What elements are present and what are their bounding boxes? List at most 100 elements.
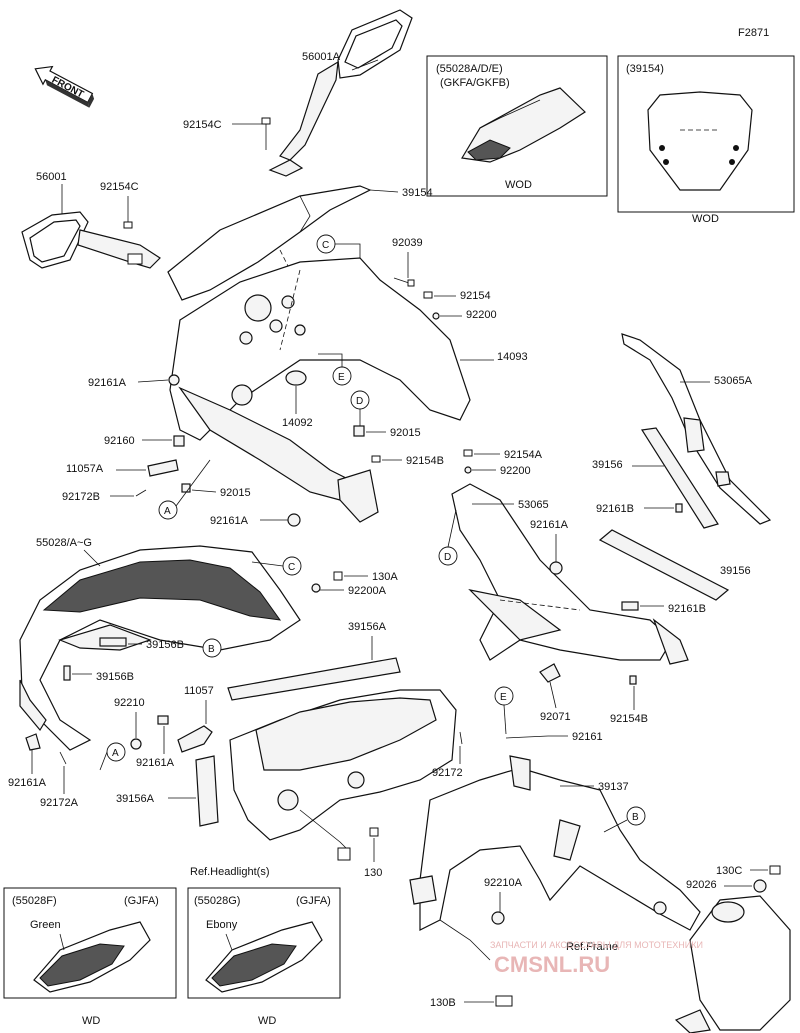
label-92154: 92154 — [460, 290, 491, 302]
callout-d-side: D — [444, 552, 451, 563]
label-39156-right: 39156 — [720, 565, 751, 577]
label-92200a: 92200A — [348, 585, 387, 597]
label-ref-headlight: Ref.Headlight(s) — [190, 866, 269, 878]
bolt-92154 — [423, 291, 433, 299]
bolt-92154b-top — [371, 455, 381, 463]
figure-code: F2871 — [738, 27, 769, 39]
label-92161: 92161 — [572, 731, 603, 743]
inset-55028f: (55028F) (GJFA) Green — [3, 887, 177, 999]
callout-b-frame: B — [632, 812, 639, 823]
callout-c-top: C — [322, 240, 329, 251]
label-14092: 14092 — [282, 417, 313, 429]
clip-92015-right — [353, 425, 365, 437]
frame-39137 — [409, 755, 701, 961]
tape-39156b-mid — [99, 637, 127, 647]
label-ref-frame: Ref.Frame — [566, 941, 618, 953]
grommet-92161a-left — [168, 374, 180, 386]
label-56001a: 56001A — [302, 51, 341, 63]
label-92200-top: 92200 — [466, 309, 497, 321]
rod-92161 — [505, 735, 549, 739]
label-92026: 92026 — [686, 879, 717, 891]
label-92154c-left: 92154C — [100, 181, 139, 193]
label-39137: 39137 — [598, 781, 629, 793]
tape-39156b-left — [63, 665, 71, 681]
bolt-92172 — [459, 731, 463, 745]
label-39154: 39154 — [402, 187, 433, 199]
inset-footer: WOD — [692, 213, 719, 225]
label-92161b-top: 92161B — [596, 503, 634, 515]
label-11057a: 11057A — [66, 463, 104, 475]
frame-head — [674, 895, 791, 1033]
label-92161a-bottom-mid: 92161A — [136, 757, 175, 769]
inset-code: (GJFA) — [124, 895, 159, 907]
label-11057: 11057 — [184, 685, 214, 697]
mirror-56001a — [268, 9, 413, 177]
bolt-92154b-bottom — [629, 675, 637, 685]
washer-92200a — [311, 583, 321, 593]
grommet-14092 — [285, 370, 307, 386]
label-39156a-bottom: 39156A — [116, 793, 155, 805]
label-92172: 92172 — [432, 767, 463, 779]
bolt-92154a — [463, 449, 473, 457]
label-56001: 56001 — [36, 171, 67, 183]
label-55028: 55028/A~G — [36, 537, 92, 549]
grommet-92161a-bottom-mid — [157, 715, 169, 725]
label-53065a: 53065A — [714, 375, 753, 387]
label-92015-right: 92015 — [390, 427, 421, 439]
label-92154b-bottom: 92154B — [610, 713, 648, 725]
grommet-92071 — [539, 663, 561, 683]
label-92161a-right: 92161A — [530, 519, 569, 531]
callout-c-cowl: C — [288, 562, 295, 573]
label-92154c-top: 92154C — [183, 119, 222, 131]
inset-39154: (39154) WOD — [617, 55, 795, 225]
grommet-92161b-top — [675, 503, 683, 513]
nut-92160 — [173, 435, 185, 447]
clip-92015-left — [181, 483, 191, 493]
collar-92026 — [753, 879, 767, 893]
tape-39156a-bottom — [195, 755, 219, 827]
tape-39156a-top — [227, 657, 401, 701]
mirror-56001 — [21, 211, 161, 269]
label-92160: 92160 — [104, 435, 135, 447]
label-92161a-bottom-left: 92161A — [8, 777, 47, 789]
inset-footer: WOD — [505, 179, 532, 191]
nut-92210 — [130, 738, 142, 750]
label-53065: 53065 — [518, 499, 549, 511]
tape-39156-top — [640, 427, 719, 529]
label-92161a-left: 92161A — [88, 377, 127, 389]
label-92172a: 92172A — [40, 797, 79, 809]
label-39156b-mid: 39156B — [146, 639, 184, 651]
label-39156a-top: 39156A — [348, 621, 387, 633]
inset-title: (55028G) — [194, 895, 240, 907]
grommet-92161a-right — [549, 561, 563, 575]
inset-title: (55028A/D/E) — [436, 63, 503, 75]
label-92039: 92039 — [392, 237, 423, 249]
upper-cowl-55028 — [19, 545, 301, 751]
bolt-130 — [369, 827, 379, 837]
nut-92210a — [491, 911, 505, 925]
label-130a: 130A — [372, 571, 398, 583]
callout-b-cowl: B — [208, 644, 215, 655]
bolt-130c — [769, 865, 781, 875]
inset-55028g: (55028G) (GJFA) Ebony — [187, 887, 341, 999]
callout-a-mid: A — [164, 506, 171, 517]
bracket-11057a — [147, 459, 179, 477]
grommet-92161a-bottom-left — [25, 733, 41, 751]
callout-a-cowl: A — [112, 748, 119, 759]
label-130c: 130C — [716, 865, 742, 877]
label-39156b-left: 39156B — [96, 671, 134, 683]
callout-e-frame: E — [500, 692, 507, 703]
bolt-92154c-top — [261, 117, 271, 150]
panel-53065a — [621, 333, 772, 525]
label-92161b-right: 92161B — [668, 603, 706, 615]
grommet-92161a-mid — [287, 513, 301, 527]
label-92161a-mid: 92161A — [210, 515, 249, 527]
grommet-92161b-right — [621, 601, 639, 611]
inset-color: Green — [30, 919, 61, 931]
washer-92200-top — [432, 312, 440, 320]
watermark-line2: CMSNL.RU — [494, 952, 610, 977]
inset-title: (55028F) — [12, 895, 57, 907]
inner-cover-14093 — [169, 257, 471, 523]
inset-subtitle: (GKFA/GKFB) — [440, 77, 510, 89]
label-92071: 92071 — [540, 711, 571, 723]
